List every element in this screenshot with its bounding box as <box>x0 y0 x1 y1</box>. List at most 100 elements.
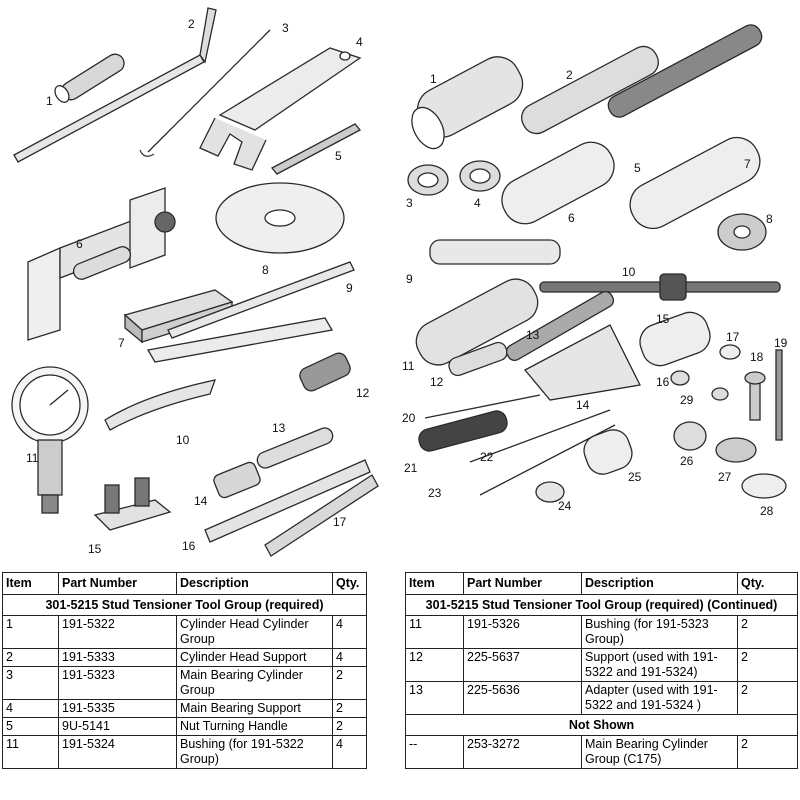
tool-threaded-rod-5 <box>607 24 763 118</box>
tool-flat-bar <box>264 474 379 557</box>
callout: 12 <box>430 375 444 389</box>
cell-part-number: 225-5637 <box>463 648 582 682</box>
cell-item: -- <box>405 735 464 769</box>
tool-fitting <box>213 461 261 499</box>
callout: 9 <box>406 272 413 286</box>
right-tools-illustration: 1 2 3 4 5 6 7 8 9 10 11 12 13 14 15 16 1… <box>400 0 800 570</box>
table-row: -- 253-3272 Main Bearing Cylinder Group … <box>405 735 798 769</box>
cell-part-number: 191-5322 <box>58 615 177 649</box>
tool-rod-22 <box>469 409 611 463</box>
column-header-item: Item <box>405 572 464 595</box>
cell-qty: 2 <box>332 699 367 718</box>
callout: 26 <box>680 454 694 468</box>
tool-bushing-24 <box>535 481 565 503</box>
callout: 19 <box>774 336 788 350</box>
table-row: 1 191-5322 Cylinder Head Cylinder Group … <box>2 615 367 649</box>
callout: 17 <box>333 515 347 529</box>
callout: 16 <box>182 539 196 553</box>
callout: 15 <box>656 312 670 326</box>
column-header-qty: Qty. <box>332 572 367 595</box>
callout: 21 <box>404 461 418 475</box>
tool-long-bar <box>167 261 355 339</box>
callout: 16 <box>656 375 670 389</box>
tool-brush-21 <box>418 410 508 452</box>
tool-tube-11 <box>415 278 539 366</box>
tool-shaft <box>204 459 371 543</box>
cell-qty: 4 <box>332 648 367 667</box>
callout: 7 <box>744 157 751 171</box>
table-header-row: Item Part Number Description Qty. <box>405 572 798 595</box>
cell-description: Bushing (for 191-5323 Group) <box>581 615 738 649</box>
cell-part-number: 225-5636 <box>463 681 582 715</box>
group-title-not-shown: Not Shown <box>405 714 798 736</box>
cell-description: Main Bearing Cylinder Group (C175) <box>581 735 738 769</box>
tool-pin <box>256 427 334 469</box>
tool-support-block <box>123 289 234 344</box>
callout: 10 <box>622 265 636 279</box>
tool-adapter <box>299 352 351 392</box>
cell-part-number: 9U-5141 <box>58 717 177 736</box>
callout: 13 <box>272 421 286 435</box>
table-group-row: Not Shown <box>405 714 798 736</box>
tool-sleeve <box>54 53 125 103</box>
tool-washer-28 <box>741 473 787 499</box>
cell-description: Adapter (used with 191-5322 and 191-5324… <box>581 681 738 715</box>
table-row: 13 225-5636 Adapter (used with 191-5322 … <box>405 681 798 715</box>
table-group-row: 301-5215 Stud Tensioner Tool Group (requ… <box>405 594 798 616</box>
tool-washer-27 <box>715 437 757 463</box>
callout: 3 <box>406 196 413 210</box>
cell-part-number: 191-5335 <box>58 699 177 718</box>
cell-qty: 2 <box>737 648 798 682</box>
cell-item: 13 <box>405 681 464 715</box>
callout: 22 <box>480 450 494 464</box>
cell-item: 1 <box>2 615 59 649</box>
callout: 18 <box>750 350 764 364</box>
tool-half-sleeve-7 <box>629 136 761 230</box>
callout: 11 <box>402 359 415 373</box>
callout: 14 <box>576 398 590 412</box>
parts-table-right: Item Part Number Description Qty. 301-52… <box>405 572 798 769</box>
tool-stud-19 <box>775 349 783 441</box>
tool-cylinder-head-support <box>13 7 217 163</box>
tool-nut-3 <box>407 164 449 196</box>
callout: 2 <box>188 17 195 31</box>
tool-threaded-shaft-2 <box>521 45 659 135</box>
tool-roller-8 <box>717 213 767 251</box>
column-header-item: Item <box>2 572 59 595</box>
cell-item: 11 <box>2 735 59 769</box>
cell-item: 2 <box>2 648 59 667</box>
cell-item: 3 <box>2 666 59 700</box>
column-header-part-number: Part Number <box>58 572 177 595</box>
callout: 10 <box>176 433 190 447</box>
tool-half-sleeve-6 <box>501 141 615 225</box>
cell-description: Nut Turning Handle <box>176 717 333 736</box>
tool-nut-4 <box>459 160 501 192</box>
cell-qty: 4 <box>332 735 367 769</box>
cell-description: Cylinder Head Cylinder Group <box>176 615 333 649</box>
cell-description: Main Bearing Support <box>176 699 333 718</box>
cell-description: Bushing (for 191-5322 Group) <box>176 735 333 769</box>
cell-part-number: 191-5333 <box>58 648 177 667</box>
callout: 1 <box>46 94 53 108</box>
column-header-qty: Qty. <box>737 572 798 595</box>
tool-plate-14 <box>523 324 641 401</box>
callout: 12 <box>356 386 370 400</box>
tool-washer-17 <box>719 344 741 360</box>
callout: 8 <box>766 212 773 226</box>
callout: 5 <box>634 161 641 175</box>
callout: 6 <box>76 237 83 251</box>
callout: 14 <box>194 494 208 508</box>
tool-clamp-block <box>93 477 172 531</box>
callout: 20 <box>402 411 416 425</box>
group-title: 301-5215 Stud Tensioner Tool Group (requ… <box>2 594 367 616</box>
cell-item: 5 <box>2 717 59 736</box>
parts-table-left: Item Part Number Description Qty. 301-52… <box>2 572 367 769</box>
cell-qty: 2 <box>737 615 798 649</box>
tool-sleeve-1 <box>411 56 524 150</box>
cell-part-number: 191-5323 <box>58 666 177 700</box>
tool-bolt-18 <box>744 371 766 421</box>
callout: 4 <box>474 196 481 210</box>
cell-item: 12 <box>405 648 464 682</box>
table-row: 4 191-5335 Main Bearing Support 2 <box>2 699 367 718</box>
tool-rod-13 <box>505 290 615 362</box>
